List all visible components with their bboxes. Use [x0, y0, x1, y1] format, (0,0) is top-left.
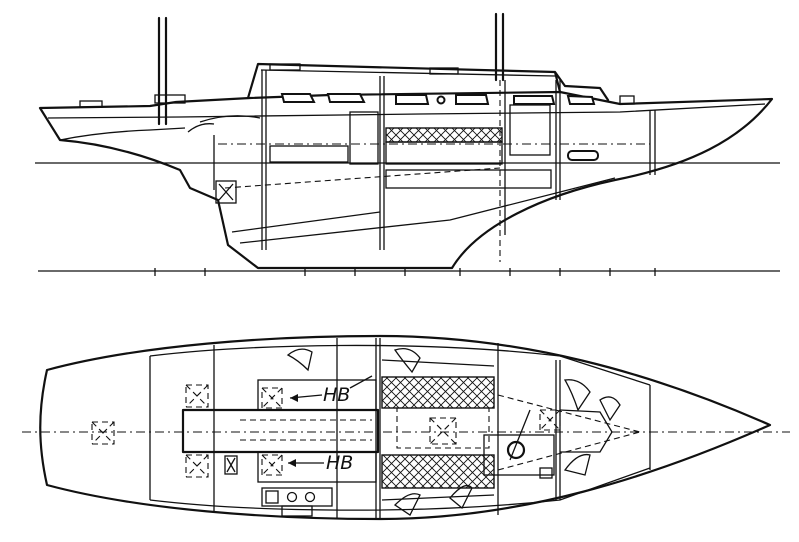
- plan-bulkheads: [149, 338, 651, 518]
- hull-profile: [38, 90, 774, 270]
- plan-settee-starboard: [381, 454, 495, 489]
- portlights: [280, 93, 599, 161]
- engine-box: [215, 180, 237, 204]
- profile-settee-cushion: [385, 127, 503, 143]
- hb-label-upper: HB: [323, 384, 350, 406]
- hb-callout-lower: HB: [288, 452, 353, 474]
- cockpit: [181, 408, 380, 454]
- profile-view: [35, 12, 780, 276]
- profile-bulkheads: [187, 70, 656, 250]
- hb-callout-upper: HB: [289, 375, 373, 406]
- berth-cushions: [286, 347, 621, 516]
- station-ticks: [154, 268, 656, 276]
- plan-view: HB HB: [22, 334, 790, 521]
- galley: [261, 487, 333, 517]
- main-mast: [494, 12, 505, 82]
- hb-label-lower: HB: [326, 452, 353, 474]
- plan-settee-port: [381, 376, 495, 409]
- mast-step: [506, 440, 526, 460]
- mizzen-mast: [157, 16, 168, 126]
- deckhouse: [246, 62, 610, 102]
- hull-plan-outline: [39, 334, 772, 521]
